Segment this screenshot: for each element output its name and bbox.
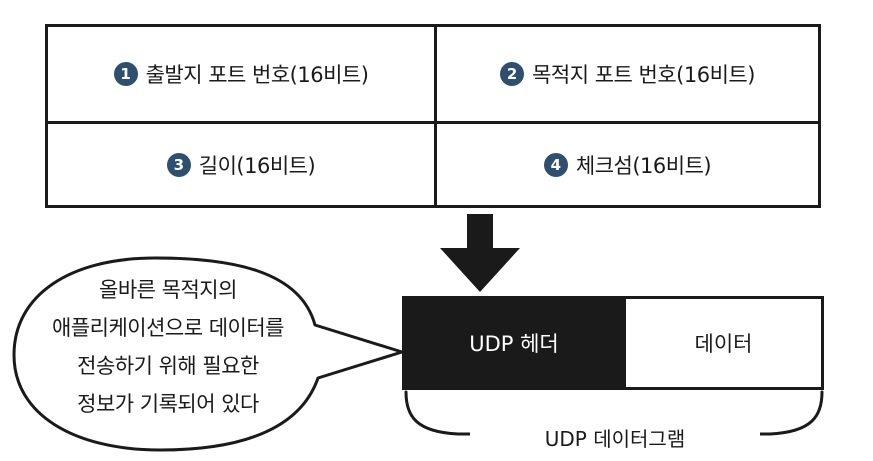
callout-line-2: 애플리케이션으로 데이터를 (51, 316, 285, 340)
number-badge-3: 3 (166, 152, 191, 177)
udp-datagram-label: UDP 데이터그램 (470, 423, 760, 452)
field-source-port-label: 출발지 포트 번호(16비트) (145, 63, 369, 87)
data-block: 데이터 (626, 299, 821, 387)
udp-header-block: UDP 헤더 (405, 299, 626, 387)
down-arrow-icon (440, 214, 520, 292)
field-checksum: 4 체크섬(16비트) (437, 124, 818, 205)
table-vertical-divider (434, 27, 437, 205)
number-badge-4: 4 (543, 152, 568, 177)
callout-line-3: 전송하기 위해 필요한 (77, 354, 259, 378)
field-destination-port: 2 목적지 포트 번호(16비트) (437, 27, 818, 121)
udp-header-label: UDP 헤더 (469, 332, 559, 356)
data-label: 데이터 (694, 332, 753, 356)
udp-datagram-box: UDP 헤더 데이터 (402, 296, 824, 390)
field-destination-port-label: 목적지 포트 번호(16비트) (532, 63, 755, 87)
number-badge-1: 1 (113, 62, 138, 86)
field-checksum-label: 체크섬(16비트) (575, 153, 712, 178)
field-length: 3 길이(16비트) (48, 124, 434, 205)
callout-text: 올바른 목적지의 애플리케이션으로 데이터를 전송하기 위해 필요한 정보가 기… (18, 274, 318, 434)
callout-line-1: 올바른 목적지의 (99, 278, 237, 302)
callout-line-4: 정보가 기록되어 있다 (77, 392, 259, 416)
field-source-port: 1 출발지 포트 번호(16비트) (48, 27, 434, 121)
table-horizontal-divider (48, 121, 818, 124)
field-length-label: 길이(16비트) (198, 153, 316, 178)
number-badge-2: 2 (500, 62, 525, 86)
speech-bubble (12, 256, 404, 452)
udp-header-fields-table: 1 출발지 포트 번호(16비트) 2 목적지 포트 번호(16비트) 3 길이… (45, 24, 821, 208)
